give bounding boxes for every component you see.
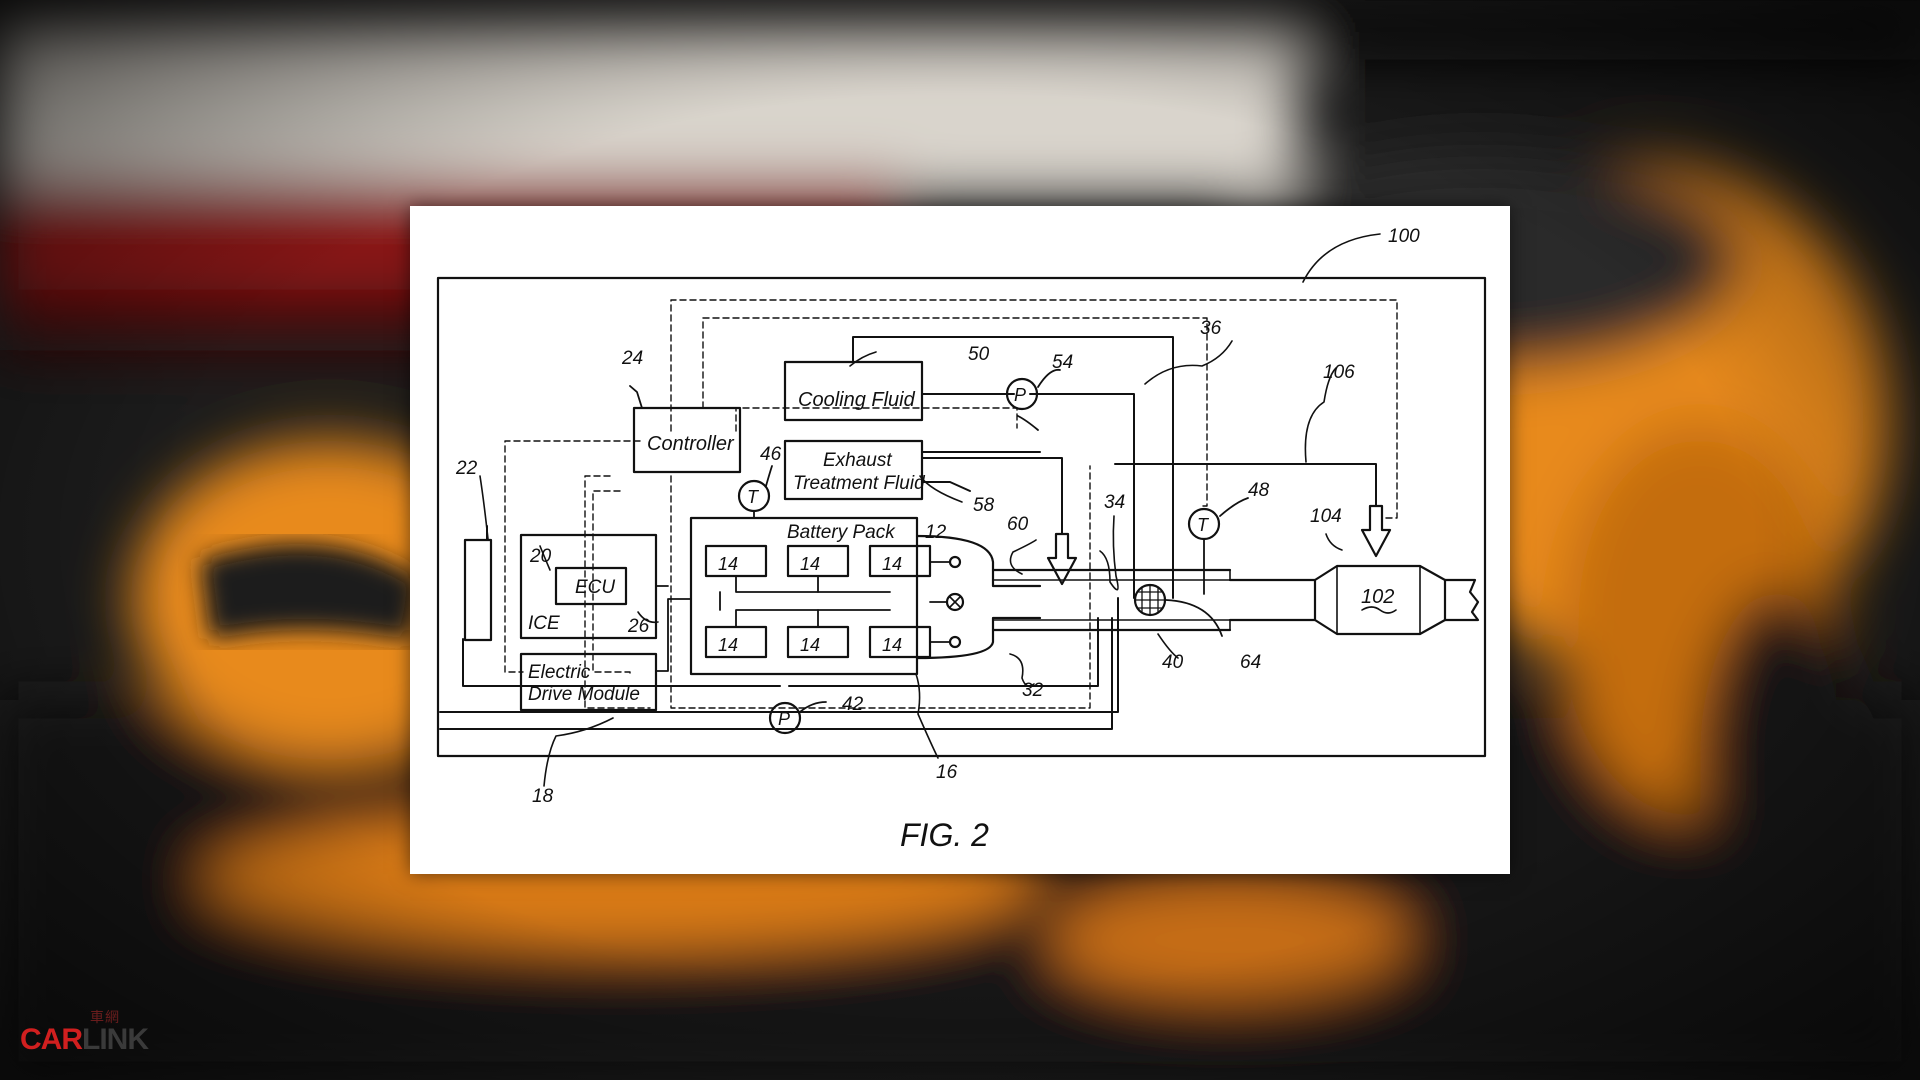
exhaust-label-line2: Treatment Fluid <box>793 473 926 494</box>
catalyst-label: 102 <box>1361 586 1394 608</box>
fluid-feed-lines <box>921 415 1377 535</box>
cell-top-3 <box>868 544 932 578</box>
temp-sensor-48 <box>1187 497 1249 595</box>
reference-leaders <box>479 233 1381 787</box>
electric-drive-module-block <box>519 652 658 712</box>
mixer-64 <box>1133 583 1223 637</box>
ref-64: 64 <box>1240 652 1261 673</box>
ref-36: 36 <box>1200 318 1222 339</box>
ref-104: 104 <box>1310 506 1342 527</box>
ref-16: 16 <box>936 762 958 783</box>
patent-figure-panel: Controller Cooling Fluid P Exhaust Treat… <box>410 206 1510 874</box>
temp-sensor-46 <box>737 465 773 519</box>
cooling-fluid-label: Cooling Fluid <box>798 389 916 411</box>
edm-label-line1: Electric <box>528 662 591 683</box>
pump-42-symbol: P <box>778 709 790 729</box>
injector-arrow-60 <box>1046 532 1078 586</box>
ice-label: ICE <box>528 613 560 634</box>
exhaust-treatment-fluid-block <box>783 439 924 501</box>
vehicle-boundary <box>436 276 1487 758</box>
ref-46: 46 <box>760 444 782 465</box>
battery-pack-label: Battery Pack <box>787 522 896 543</box>
pump-54-symbol: P <box>1014 385 1026 405</box>
radiator-22 <box>463 538 493 642</box>
temp-sensor-46-symbol: T <box>747 487 760 507</box>
pump-42 <box>768 701 827 735</box>
control-signal-lines <box>504 299 1398 709</box>
ref-26: 26 <box>627 616 650 637</box>
temp-sensor-48-symbol: T <box>1197 515 1210 535</box>
controller-block <box>629 385 742 474</box>
ref-54: 54 <box>1052 352 1073 373</box>
cell-ref-5: 14 <box>800 635 820 655</box>
ref-106: 106 <box>1323 362 1355 383</box>
ref-58: 58 <box>973 495 995 516</box>
ref-50: 50 <box>968 344 990 365</box>
drive-connections <box>655 585 692 672</box>
pump-54 <box>1005 368 1061 411</box>
edm-label-line2: Drive Module <box>528 684 640 705</box>
exhaust-pipe <box>991 568 1480 632</box>
catalyst-102 <box>1313 564 1447 636</box>
ref-18: 18 <box>532 786 554 807</box>
ref-22: 22 <box>455 458 478 479</box>
injector-arrow-104 <box>1360 504 1392 558</box>
ref-34: 34 <box>1104 492 1125 513</box>
cell-ref-4: 14 <box>718 635 738 655</box>
battery-pack-block <box>689 516 1042 676</box>
figure-caption: FIG. 2 <box>900 817 989 853</box>
ref-12: 12 <box>925 522 947 543</box>
ref-60: 60 <box>1007 514 1029 535</box>
ref-42: 42 <box>842 694 864 715</box>
cell-ref-6: 14 <box>882 635 902 655</box>
ecu-label: ECU <box>575 577 615 598</box>
exhaust-label-line1: Exhaust <box>823 450 892 471</box>
ref-20: 20 <box>529 546 552 567</box>
watermark-chinese: 車網 <box>90 1010 120 1026</box>
reference-numerals: 100 36 106 24 50 54 46 22 58 34 48 104 6… <box>455 226 1420 807</box>
ref-48: 48 <box>1248 480 1270 501</box>
controller-label: Controller <box>647 433 735 455</box>
watermark-brand-part1: CAR <box>20 1023 83 1056</box>
carlink-watermark-logo: 車網 CARLINK <box>20 1003 160 1063</box>
ref-100: 100 <box>1388 226 1420 247</box>
cooling-loop-lines <box>439 336 1174 730</box>
ref-24: 24 <box>621 348 643 369</box>
ref-40: 40 <box>1162 652 1184 673</box>
cell-ref-1: 14 <box>718 554 738 574</box>
cell-ref-2: 14 <box>800 554 820 574</box>
patent-diagram: Controller Cooling Fluid P Exhaust Treat… <box>436 226 1487 853</box>
cell-ref-3: 14 <box>882 554 902 574</box>
watermark-brand-part2: LINK <box>82 1023 149 1056</box>
ref-32: 32 <box>1022 680 1044 701</box>
watermark-wordmark: CARLINK <box>20 1023 149 1057</box>
ecu-block <box>554 566 628 606</box>
